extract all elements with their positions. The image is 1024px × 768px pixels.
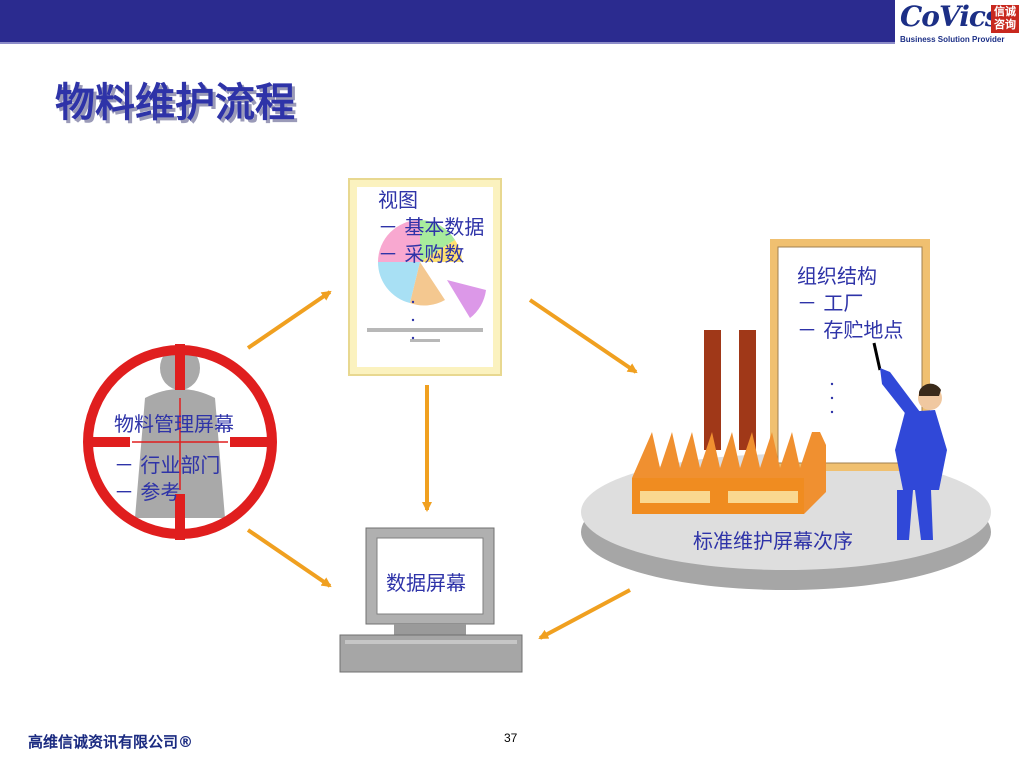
flow-arrows [246,290,638,640]
logo-tagline: Business Solution Provider [900,35,1005,44]
arrow-target-to-computer [246,528,332,588]
computer-illustration [339,527,523,673]
data-screen-label: 数据屏幕 [386,571,466,595]
footer-company: 高维信诚资讯有限公司® [28,733,194,751]
arrow-target-to-views [246,290,332,350]
page-number: 37 [504,731,518,745]
company-logo: CoVics 信诚咨询 Business Solution Provider [896,0,1024,46]
material-screen-label: 物料管理屏幕 [114,412,234,436]
target-person-illustration [83,344,277,540]
org-structure-label: 组织结构 [797,264,877,288]
view-document-illustration [348,178,502,376]
std-sequence-label: 标准维护屏幕次序 [693,529,853,553]
presenter-figure-illustration [872,342,947,540]
header-bar [0,0,895,44]
org-item-storage-location: － 存贮地点 [797,318,904,342]
views-item-purchasing: － 采购数 [378,242,465,266]
material-screen-item-industry: － 行业部门 [114,453,221,477]
arrow-views-to-factory [528,298,638,374]
views-label: 视图 [378,188,418,212]
material-screen-item-reference: － 参考 [114,480,181,504]
views-item-basic-data: － 基本数据 [378,215,485,239]
org-item-plant: － 工厂 [797,291,864,315]
arrow-factory-to-computer [538,588,631,640]
logo-seal: 信诚咨询 [991,5,1019,33]
slide-title: 物料维护流程 [55,80,295,126]
factory-platform-illustration [581,239,991,590]
logo-wordmark: CoVics [900,0,1001,33]
